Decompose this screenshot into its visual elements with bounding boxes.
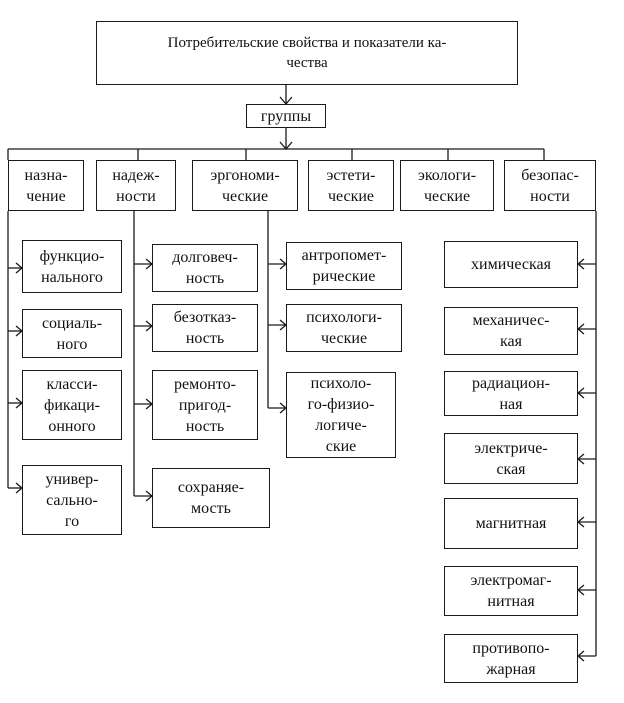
nadezhnosti-item: безотказ- ность — [152, 304, 258, 352]
category-naznachenie: назна- чение — [8, 160, 84, 211]
ergonomicheskie-item: психоло- го-физио- логиче- ские — [286, 372, 396, 458]
category-ekologicheskie: экологи- ческие — [400, 160, 494, 211]
bezopasnosti-item: радиацион- ная — [444, 371, 578, 416]
category-esteticheskie: эстети- ческие — [308, 160, 394, 211]
bezopasnosti-item: противопо- жарная — [444, 634, 578, 683]
bezopasnosti-item: механичес- кая — [444, 307, 578, 355]
bezopasnosti-item: электромаг- нитная — [444, 566, 578, 616]
nadezhnosti-item: долговеч- ность — [152, 244, 258, 292]
ergonomicheskie-item: психологи- ческие — [286, 304, 402, 352]
nadezhnosti-item: сохраняе- мость — [152, 468, 270, 528]
naznachenie-item: функцио- нального — [22, 240, 122, 293]
bezopasnosti-item: химическая — [444, 241, 578, 288]
nadezhnosti-item: ремонто- пригод- ность — [152, 370, 258, 440]
naznachenie-item: социаль- ного — [22, 309, 122, 358]
naznachenie-item: универ- сально- го — [22, 465, 122, 535]
ergonomicheskie-item: антропомет- рические — [286, 242, 402, 290]
title-box: Потребительские свойства и показатели ка… — [96, 21, 518, 85]
bezopasnosti-item: электриче- ская — [444, 433, 578, 484]
groups-box: группы — [246, 104, 326, 128]
category-bezopasnosti: безопас- ности — [504, 160, 596, 211]
naznachenie-item: класси- фикаци- онного — [22, 370, 122, 440]
bezopasnosti-item: магнитная — [444, 498, 578, 549]
category-nadezhnosti: надеж- ности — [96, 160, 176, 211]
category-ergonomicheskie: эргономи- ческие — [192, 160, 298, 211]
